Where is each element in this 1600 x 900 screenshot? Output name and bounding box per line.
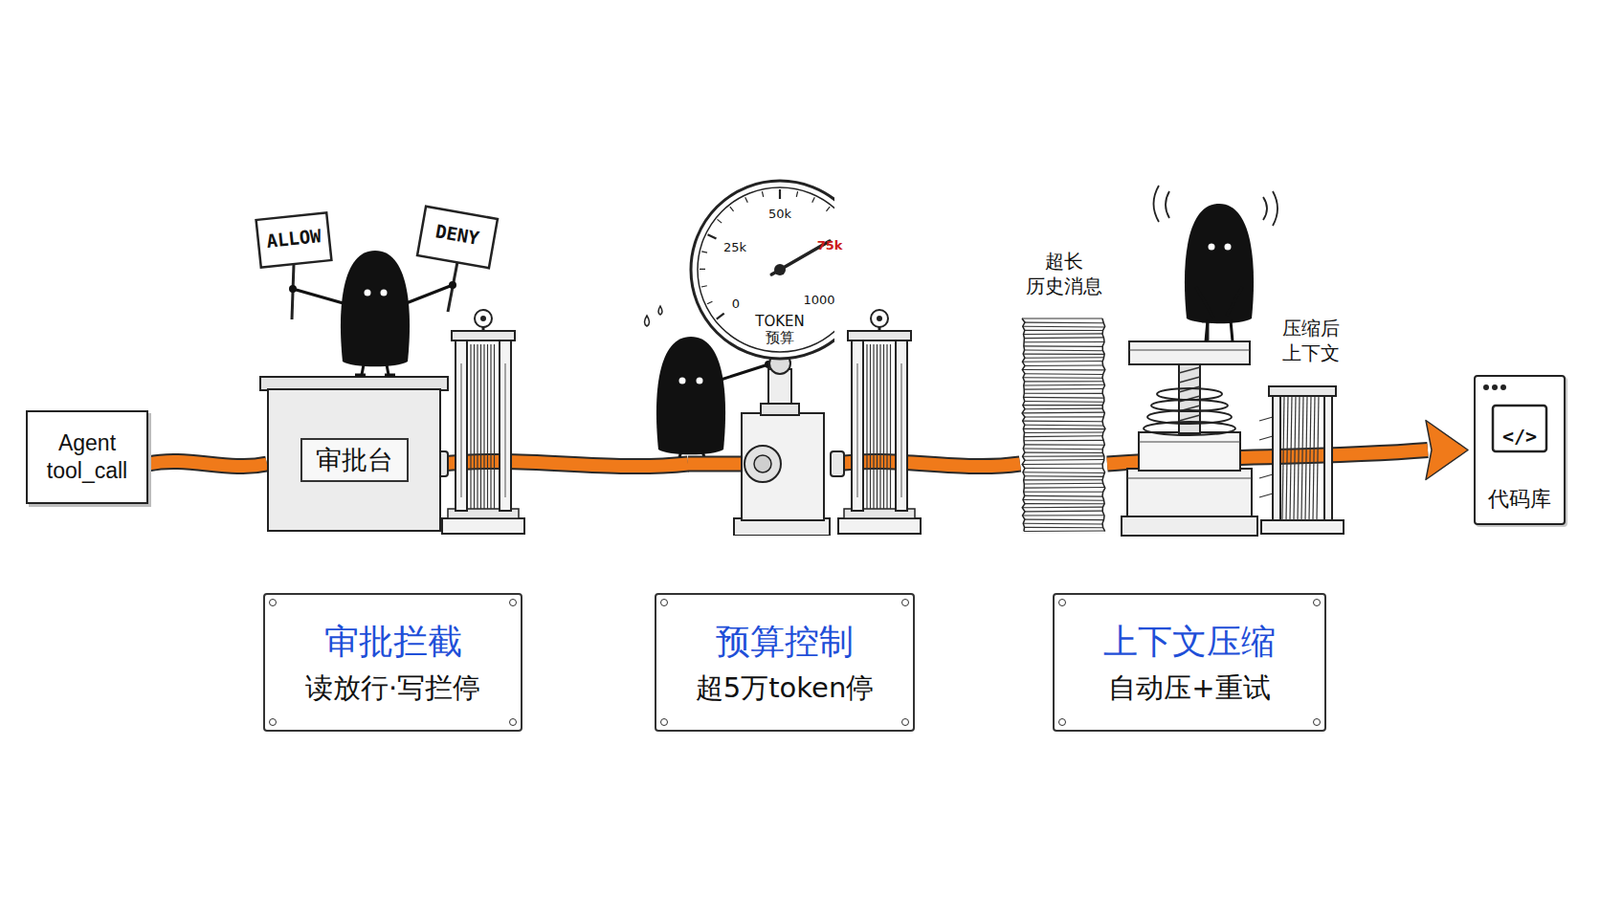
caption-card: 上下文压缩自动压+重试 (1052, 593, 1327, 733)
gate (434, 310, 525, 534)
corner-screw (268, 599, 277, 607)
paper-stack (1020, 315, 1108, 536)
caption-body: 自动压+重试 (1067, 671, 1312, 706)
caption-title: 审批拦截 (278, 621, 508, 663)
gauge-tick: 0 (722, 296, 750, 312)
name-plate: 审批台 (300, 438, 409, 483)
gauge-tick: 1000 (796, 292, 843, 308)
pipe-connector (441, 461, 689, 467)
stack-heading: 超长 历史消息 (1022, 248, 1105, 299)
corner-screw (660, 718, 668, 727)
approval-machine: 审批台 (266, 388, 442, 533)
pipe-connector (148, 461, 267, 467)
corner-screw (1058, 718, 1067, 727)
corner-screw (268, 718, 277, 727)
gauge-drawing (688, 177, 835, 536)
corner-screw (660, 599, 668, 607)
caption-card: 审批拦截读放行·写拦停 (263, 593, 523, 733)
caption-card: 预算控制超5万token停 (654, 593, 915, 733)
corner-screw (1312, 599, 1321, 607)
agent-box: Agent tool_call (25, 410, 149, 505)
creature (1154, 185, 1279, 342)
repo-label: 代码库 (1481, 487, 1558, 512)
agent-label: Agent tool_call (35, 429, 139, 486)
caption-body: 读放行·写拦停 (278, 671, 508, 706)
caption-title: 上下文压缩 (1067, 621, 1312, 663)
gate (1259, 386, 1344, 534)
code-repo-window: 代码库 (1473, 375, 1566, 526)
creature (288, 250, 457, 376)
press-machine (1121, 341, 1258, 536)
code-symbol: </> (1492, 424, 1547, 448)
corner-screw (901, 599, 910, 607)
corner-screw (901, 718, 910, 727)
corner-screw (509, 599, 517, 607)
gate (830, 310, 921, 534)
gauge-tick: 50k (760, 206, 800, 222)
caption-title: 预算控制 (669, 621, 900, 663)
corner-screw (509, 718, 517, 727)
corner-screw (1312, 718, 1321, 727)
gauge-tick: 25k (715, 240, 755, 255)
allow-sign (256, 212, 333, 320)
gauge-label: TOKEN 预算 (747, 313, 813, 348)
output-note: 压缩后 上下文 (1276, 315, 1346, 366)
gauge-tick: 75k (810, 238, 849, 253)
corner-screw (1058, 599, 1067, 607)
caption-body: 超5万token停 (669, 671, 900, 706)
message-stack: 超长 历史消息 (1020, 315, 1108, 536)
token-gauge: TOKEN 预算 (688, 177, 835, 536)
deny-sign (417, 206, 498, 312)
